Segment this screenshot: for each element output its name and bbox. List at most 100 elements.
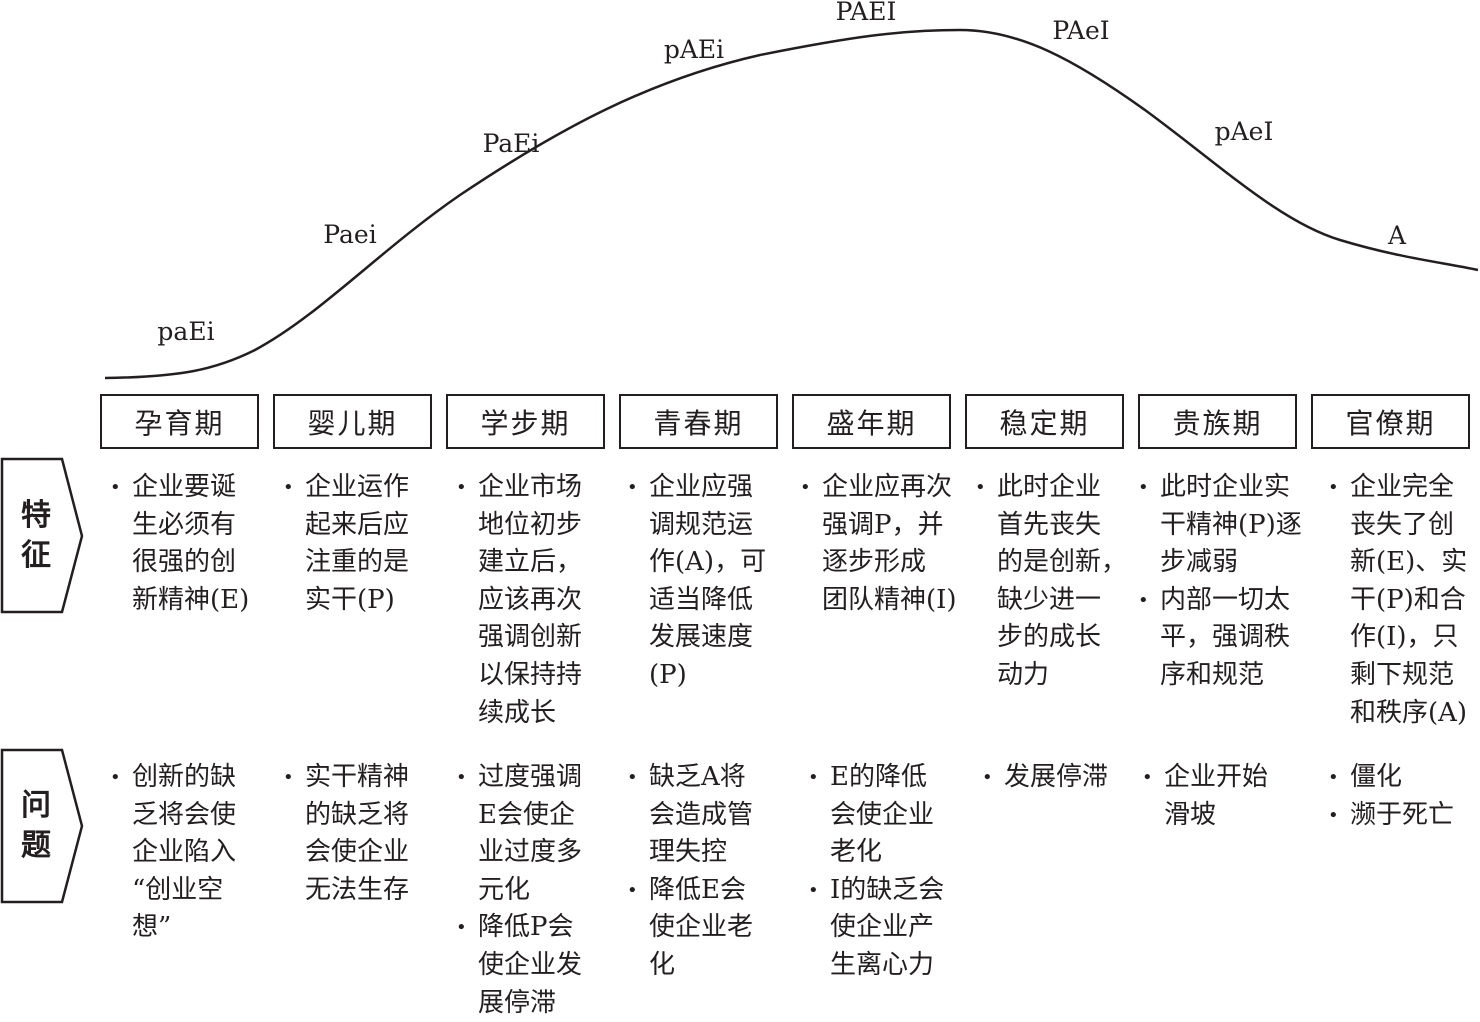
features-label-char: 特: [21, 498, 51, 533]
bullet-line: 展停滞: [478, 987, 557, 1018]
curve-label-PAEI: PAEI: [836, 0, 897, 26]
bullet-line: 和秩序(A): [1350, 697, 1468, 728]
bullet-line: 企业市场: [478, 472, 583, 502]
bullet-line: 步的成长: [997, 622, 1102, 653]
bullet-line: 首先丧失: [997, 509, 1102, 540]
curve-label-PAeI: PAeI: [1052, 16, 1109, 45]
bullet-line: 注重的是: [305, 547, 410, 578]
bullet-line: 创新的缺: [132, 762, 237, 792]
features-tag-shape: [0, 457, 84, 614]
bullet-line: 发展停滞: [1004, 762, 1109, 792]
stage-box: 稳定期: [965, 394, 1124, 449]
problems-label-char: 问: [21, 788, 51, 823]
stage-box: 学步期: [446, 394, 605, 449]
curve-label-A: A: [1387, 221, 1407, 250]
bullet-line: 调规范运: [649, 509, 754, 540]
bullet-line: 新精神(E): [132, 584, 250, 615]
bullet-line: 濒于死亡: [1350, 799, 1455, 830]
bullet-line: 步减弱: [1160, 547, 1239, 578]
bullet-line: 序和规范: [1160, 659, 1265, 690]
bullet-line: 动力: [997, 659, 1050, 690]
bullet-line: 实干(P): [305, 584, 395, 615]
stage-box: 盛年期: [792, 394, 951, 449]
bullet-line: 建立后，: [478, 547, 583, 578]
bullet-line: E的降低: [830, 762, 927, 792]
curve-label-Paei: Paei: [323, 220, 376, 249]
bullet-line: 会使企业: [830, 799, 935, 830]
stage-box: 青春期: [619, 394, 778, 449]
curve-label-paEi: paEi: [157, 317, 214, 346]
curve-label-pAeI: pAeI: [1215, 117, 1274, 146]
bullet-line: (P): [649, 659, 687, 690]
bullet-line: 业过度多: [478, 837, 583, 868]
problems-column: 发展停滞: [982, 759, 1108, 797]
bullet-line: 使企业老: [649, 912, 754, 943]
bullet-line: 剩下规范: [1350, 659, 1455, 690]
bullet-line: 应该再次: [478, 584, 583, 615]
bullet-line: 理失控: [649, 837, 728, 868]
bullet-line: 僵化: [1350, 762, 1403, 792]
bullet-line: 会造成管: [649, 799, 754, 830]
stage-box: 官僚期: [1311, 394, 1470, 449]
problems-column: 僵化濒于死亡: [1328, 759, 1454, 834]
bullet-line: I的缺乏会: [830, 874, 945, 905]
bullet-line: 的是创新，: [997, 547, 1128, 578]
bullet-line: 干(P)和合: [1350, 584, 1466, 615]
stage-box: 贵族期: [1138, 394, 1297, 449]
bullet-line: 企业完全: [1350, 472, 1455, 502]
bullet-line: 团队精神(I): [822, 584, 957, 615]
bullet-line: 新(E)、实: [1350, 547, 1468, 578]
bullet-line: 企业要诞: [132, 472, 237, 502]
bullet-line: 内部一切太: [1160, 584, 1291, 615]
bullet-line: 缺乏A将: [649, 762, 746, 792]
bullet-line: 的缺乏将: [305, 799, 410, 830]
bullet-line: 企业陷入: [132, 837, 237, 868]
bullet-line: “创业空: [132, 874, 224, 905]
bullet-line: 逐步形成: [822, 547, 927, 578]
bullet-line: 企业应强: [649, 472, 754, 502]
bullet-line: 无法生存: [305, 874, 410, 905]
bullet-line: 乏将会使: [132, 799, 237, 830]
curve-label-PaEi: PaEi: [483, 129, 540, 158]
bullet-line: 降低P会: [478, 912, 574, 943]
problems-label: 问 题: [18, 786, 54, 866]
features-label: 特 征: [18, 496, 54, 576]
bullet-line: E会使企: [478, 799, 575, 830]
stage-box: 婴儿期: [273, 394, 432, 449]
bullet-line: 缺少进一: [997, 584, 1102, 615]
problems-label-char: 题: [21, 828, 51, 863]
bullet-line: 会使企业: [305, 837, 410, 868]
bullet-line: 元化: [478, 874, 531, 905]
bullet-line: 使企业发: [478, 949, 583, 980]
problem-bullet: 发展停滞: [982, 759, 1108, 797]
bullet-line: 老化: [830, 837, 883, 868]
bullet-line: 过度强调: [478, 762, 583, 792]
bullet-line: 适当降低: [649, 584, 754, 615]
features-label-char: 征: [21, 538, 51, 573]
bullet-line: 以保持持: [478, 659, 583, 690]
bullet-line: 实干精神: [305, 762, 410, 792]
bullet-line: 干精神(P)逐: [1160, 509, 1302, 540]
